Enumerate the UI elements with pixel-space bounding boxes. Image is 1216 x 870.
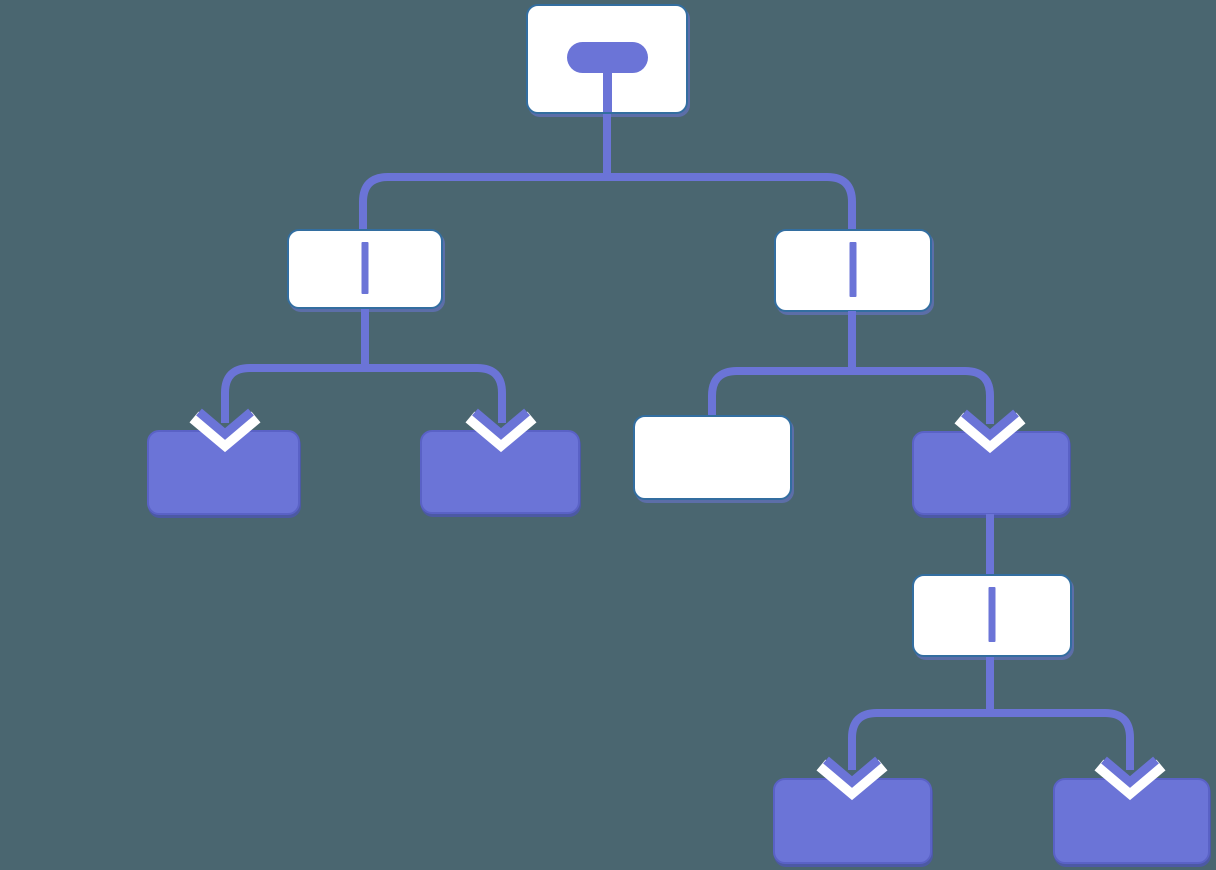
node-divider-line [988, 587, 996, 642]
leaf-node-1[interactable] [147, 430, 300, 515]
root-pill-stem [602, 73, 612, 112]
highlighted-child-node[interactable] [912, 431, 1070, 515]
node-divider-line [361, 242, 369, 294]
root-pill-group [528, 6, 686, 112]
leaf-node-2[interactable] [420, 430, 580, 514]
branch-right-node[interactable] [774, 229, 932, 312]
sub-branch-node[interactable] [912, 574, 1072, 657]
leaf-node-3[interactable] [773, 778, 932, 864]
leaf-node-4[interactable] [1053, 778, 1210, 864]
root-pill-icon [566, 42, 648, 73]
root-node[interactable] [526, 4, 688, 114]
plain-child-node[interactable] [633, 415, 792, 500]
branch-left-node[interactable] [287, 229, 443, 309]
node-divider-line [849, 242, 857, 297]
